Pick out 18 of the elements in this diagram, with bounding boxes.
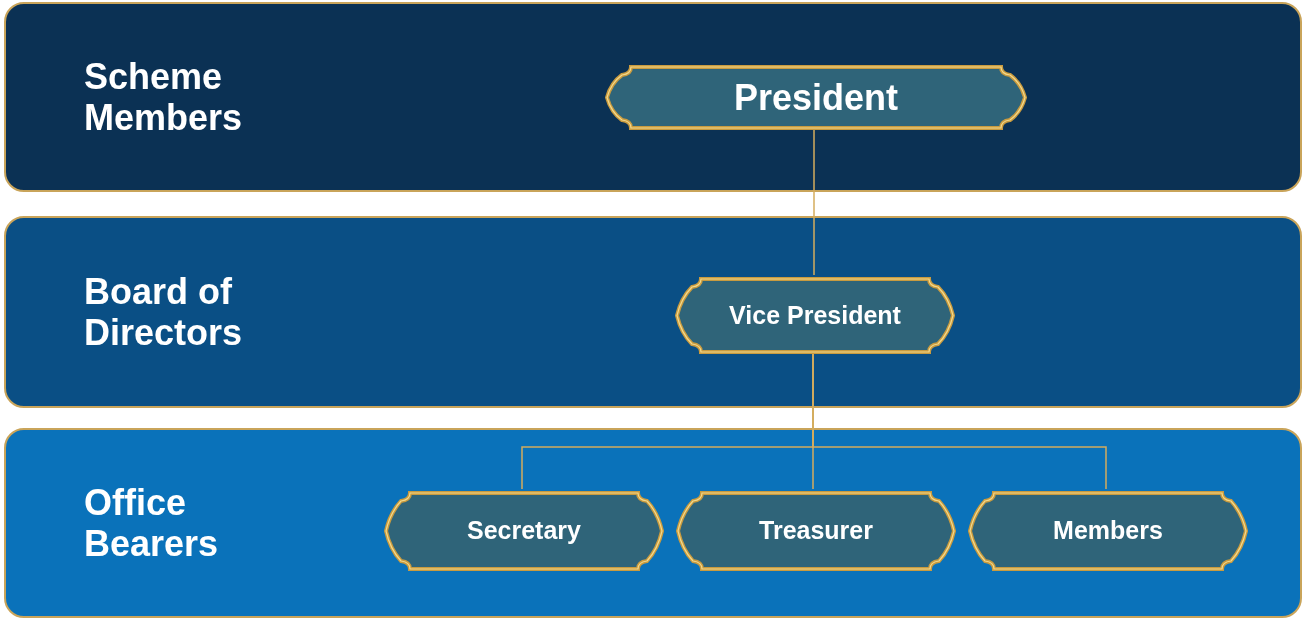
role-label: Secretary bbox=[467, 515, 581, 547]
role-badge bbox=[384, 491, 664, 571]
tier-band bbox=[4, 2, 1302, 192]
role-label: Treasurer bbox=[759, 515, 873, 547]
connector-line bbox=[812, 351, 1107, 490]
connector-line bbox=[813, 127, 815, 276]
role-badge bbox=[605, 65, 1027, 130]
role-badge bbox=[676, 491, 956, 571]
role-label: Members bbox=[1053, 515, 1163, 547]
tier-heading: Office Bearers bbox=[84, 482, 220, 564]
tier-heading: Scheme Members bbox=[84, 56, 244, 138]
tier-heading: Board of Directors bbox=[84, 271, 244, 353]
role-label: President bbox=[733, 75, 899, 120]
role-badge bbox=[968, 491, 1248, 571]
role-badge bbox=[675, 277, 955, 354]
tier-band bbox=[4, 216, 1302, 408]
tier-band bbox=[4, 428, 1302, 618]
role-label: Vice President bbox=[729, 299, 901, 331]
